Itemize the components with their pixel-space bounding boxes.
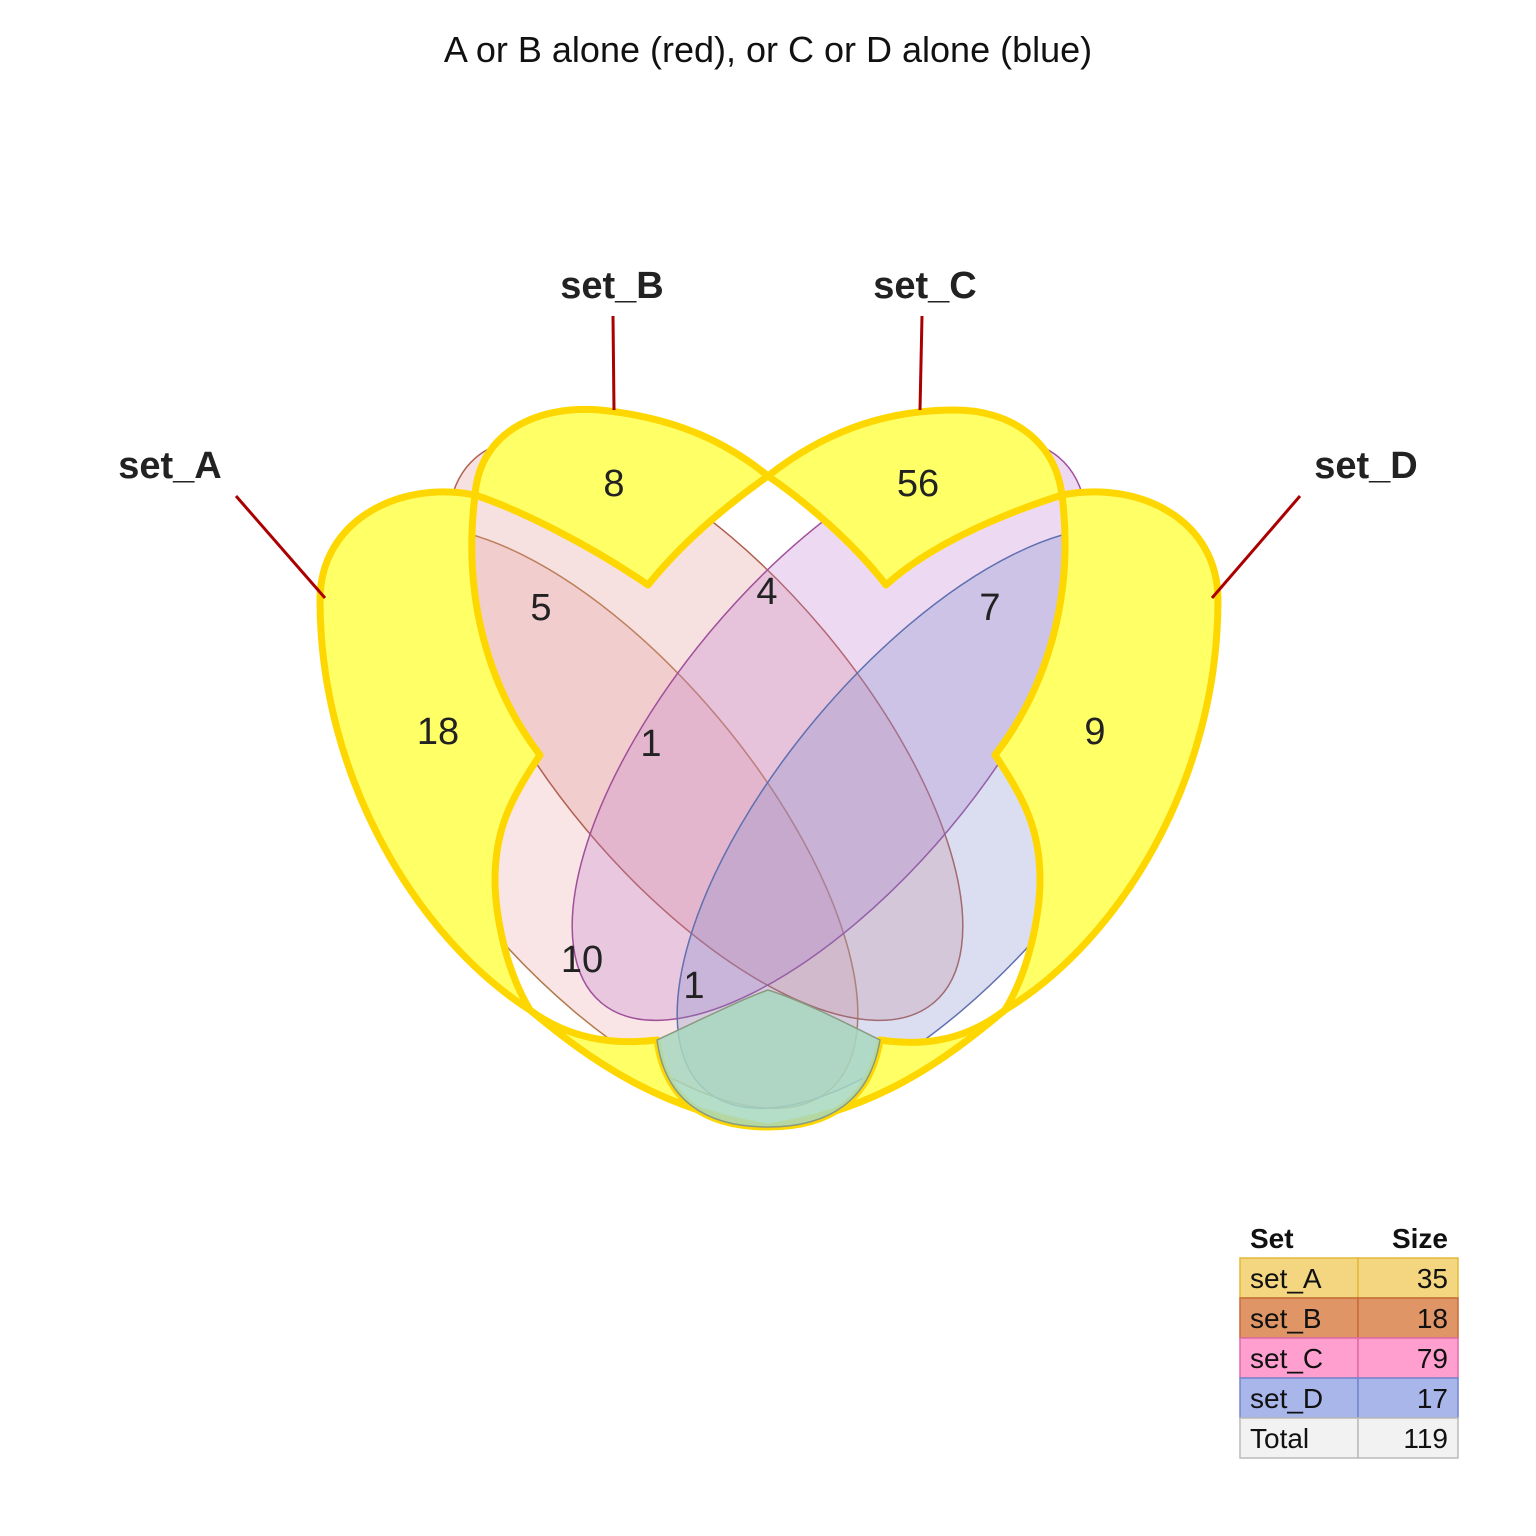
size-table-label: set_B bbox=[1250, 1303, 1322, 1334]
count-a-b-c: 1 bbox=[640, 723, 661, 765]
leader-line-set-d bbox=[1210, 495, 1302, 599]
diagram-title: A or B alone (red), or C or D alone (blu… bbox=[444, 29, 1092, 70]
size-table-cell-bg bbox=[1239, 1377, 1359, 1419]
size-table-label: set_D bbox=[1250, 1383, 1323, 1414]
highlighted-regions bbox=[316, 405, 1222, 1131]
size-table-row: set_C 79 bbox=[1239, 1337, 1459, 1379]
size-table-cell-bg bbox=[1357, 1337, 1459, 1379]
size-table-value: 119 bbox=[1403, 1423, 1448, 1454]
size-table-header-set: Set bbox=[1250, 1223, 1294, 1254]
size-table-row: Total 119 bbox=[1239, 1417, 1459, 1459]
count-d-only: 9 bbox=[1084, 711, 1105, 753]
count-a-only: 18 bbox=[417, 711, 459, 753]
count-a-c-d: 1 bbox=[683, 965, 704, 1007]
size-table-label: set_A bbox=[1250, 1263, 1322, 1294]
size-table: Set Size set_A 35 set_B 18 set_C 79 set_… bbox=[1239, 1223, 1459, 1459]
size-table-value: 18 bbox=[1417, 1303, 1448, 1334]
region-a-only-highlight bbox=[316, 488, 544, 1014]
size-table-cell-bg bbox=[1239, 1257, 1359, 1299]
size-table-label: set_C bbox=[1250, 1343, 1323, 1374]
ellipse-set-c bbox=[571, 438, 1089, 1022]
size-table-cell-bg bbox=[1239, 1337, 1359, 1379]
size-table-cell-bg bbox=[1357, 1417, 1459, 1459]
size-table-label: Total bbox=[1250, 1423, 1309, 1454]
size-table-cell-bg bbox=[1357, 1257, 1459, 1299]
size-table-row: set_A 35 bbox=[1239, 1257, 1459, 1299]
size-table-value: 79 bbox=[1417, 1343, 1448, 1374]
region-bottom-center bbox=[656, 989, 881, 1128]
count-b-c: 4 bbox=[756, 571, 777, 613]
count-a-b-d: 10 bbox=[561, 939, 603, 981]
leader-line-set-a bbox=[234, 495, 327, 599]
size-table-cell-bg bbox=[1357, 1297, 1459, 1339]
leader-line-set-c bbox=[918, 315, 924, 411]
set-label-d: set_D bbox=[1314, 445, 1418, 487]
size-table-row: set_D 17 bbox=[1239, 1377, 1459, 1419]
set-label-b: set_B bbox=[560, 265, 664, 307]
size-table-header-size: Size bbox=[1392, 1223, 1448, 1254]
size-table-row: set_B 18 bbox=[1239, 1297, 1459, 1339]
region-d-only-highlight bbox=[991, 488, 1222, 1014]
count-b-only: 8 bbox=[603, 463, 624, 505]
leader-line-set-b bbox=[611, 315, 616, 411]
count-c-d: 7 bbox=[979, 587, 1000, 629]
leader-lines bbox=[234, 315, 1302, 599]
size-table-value: 35 bbox=[1417, 1263, 1448, 1294]
size-table-value: 17 bbox=[1417, 1383, 1448, 1414]
size-table-cell-bg bbox=[1239, 1417, 1359, 1459]
count-a-b: 5 bbox=[530, 587, 551, 629]
count-c-only: 56 bbox=[897, 463, 939, 505]
set-label-a: set_A bbox=[118, 445, 222, 487]
set-label-c: set_C bbox=[873, 265, 977, 307]
ellipse-set-b bbox=[446, 438, 964, 1022]
